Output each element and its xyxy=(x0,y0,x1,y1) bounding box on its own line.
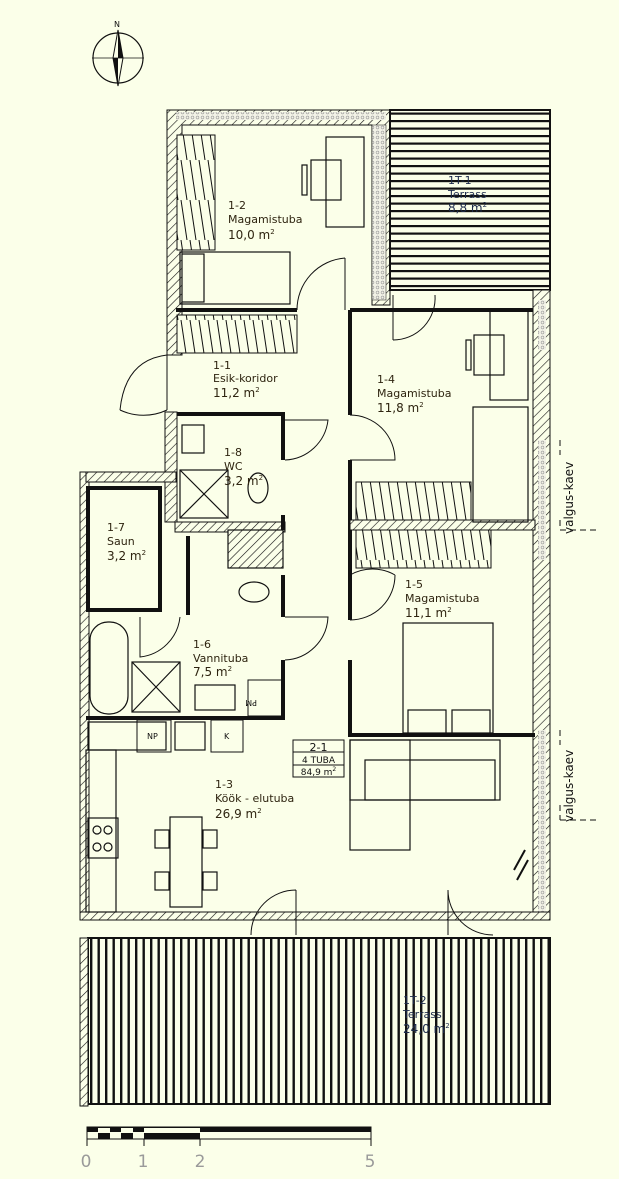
svg-text:11,1 m2: 11,1 m2 xyxy=(405,606,452,620)
svg-text:1-7: 1-7 xyxy=(107,521,125,534)
room-label-1-7: 1-7 Saun 3,2 m2 xyxy=(107,521,146,563)
np-label: NP xyxy=(147,732,158,741)
room-label-1-2: 1-2 Magamistuba 10,0 m2 xyxy=(228,199,302,242)
svg-text:Terrass: Terrass xyxy=(447,188,487,201)
svg-text:Saun: Saun xyxy=(107,535,135,548)
svg-text:1T-1: 1T-1 xyxy=(448,174,472,187)
room-label-1-4: 1-4 Magamistuba 11,8 m2 xyxy=(377,373,451,415)
svg-text:1: 1 xyxy=(138,1152,149,1172)
svg-text:WC: WC xyxy=(224,460,243,473)
svg-text:Köök - elutuba: Köök - elutuba xyxy=(215,792,294,805)
apartment-summary-box: 2-1 4 TUBA 84,9 m2 xyxy=(292,739,345,778)
room-label-1t-1: 1T-1 Terrass 8,8 m2 xyxy=(447,174,487,215)
svg-text:1-4: 1-4 xyxy=(377,373,395,386)
room-label-1-1: 1-1 Esik-koridor 11,2 m2 xyxy=(213,359,278,400)
svg-text:8,8 m2: 8,8 m2 xyxy=(448,201,487,215)
light-well-1: valgus-kaev xyxy=(559,440,600,534)
svg-text:2: 2 xyxy=(195,1152,206,1172)
svg-text:valgus-kaev: valgus-kaev xyxy=(562,462,576,534)
svg-text:0: 0 xyxy=(81,1152,92,1172)
svg-text:3,2 m2: 3,2 m2 xyxy=(107,549,146,563)
furniture xyxy=(85,136,529,913)
svg-text:24,0 m2: 24,0 m2 xyxy=(403,1022,450,1036)
svg-text:84,9 m2: 84,9 m2 xyxy=(301,766,337,778)
room-label-1t-2: 1T-2 Terrass 24,0 m2 xyxy=(402,994,450,1036)
svg-text:26,9 m2: 26,9 m2 xyxy=(215,807,262,821)
svg-text:10,0 m2: 10,0 m2 xyxy=(228,228,275,242)
k-label: K xyxy=(224,732,230,741)
room-label-1-5: 1-5 Magamistuba 11,1 m2 xyxy=(405,578,479,620)
svg-text:5: 5 xyxy=(365,1152,376,1172)
light-well-2: valgus-kaev xyxy=(559,730,600,822)
svg-text:Terrass: Terrass xyxy=(402,1008,442,1021)
svg-text:3,2 m2: 3,2 m2 xyxy=(224,474,263,488)
svg-text:7,5 m2: 7,5 m2 xyxy=(193,665,232,679)
svg-text:1-1: 1-1 xyxy=(213,359,231,372)
svg-text:Vannituba: Vannituba xyxy=(193,652,248,665)
north-compass-icon: N xyxy=(92,20,144,87)
room-label-1-3: 1-3 Köök - elutuba 26,9 m2 xyxy=(215,778,294,821)
walls xyxy=(79,109,551,921)
svg-text:11,2 m2: 11,2 m2 xyxy=(213,386,260,400)
svg-text:2-1: 2-1 xyxy=(310,741,328,754)
svg-text:11,8 m2: 11,8 m2 xyxy=(377,401,424,415)
pm-cabinet xyxy=(247,679,283,717)
svg-text:1-8: 1-8 xyxy=(224,446,242,459)
room-label-1-6: 1-6 Vannituba 7,5 m2 xyxy=(193,638,248,679)
terrace-1t-2-deck xyxy=(87,937,551,1105)
north-label: N xyxy=(114,20,120,29)
svg-text:1-6: 1-6 xyxy=(193,638,211,651)
svg-text:4 TUBA: 4 TUBA xyxy=(302,756,336,766)
wardrobes xyxy=(176,134,492,569)
svg-text:Magamistuba: Magamistuba xyxy=(228,213,302,226)
svg-text:valgus-kaev: valgus-kaev xyxy=(562,750,576,822)
terrace-side-wall xyxy=(79,937,89,1107)
svg-text:1-3: 1-3 xyxy=(215,778,233,791)
k-cabinet xyxy=(210,719,244,753)
svg-text:1-5: 1-5 xyxy=(405,578,423,591)
terrace-1t-1-deck xyxy=(389,109,551,291)
svg-text:1T-2: 1T-2 xyxy=(403,994,427,1007)
svg-text:Esik-koridor: Esik-koridor xyxy=(213,372,278,385)
svg-text:1-2: 1-2 xyxy=(228,199,246,212)
np-cabinet xyxy=(136,719,172,753)
room-label-1-8: 1-8 WC 3,2 m2 xyxy=(224,446,263,488)
svg-text:Magamistuba: Magamistuba xyxy=(377,387,451,400)
pm-label: PM xyxy=(245,698,257,707)
scale-bar: 0 1 2 5 xyxy=(81,1126,376,1172)
svg-text:Magamistuba: Magamistuba xyxy=(405,592,479,605)
doors xyxy=(119,257,494,936)
